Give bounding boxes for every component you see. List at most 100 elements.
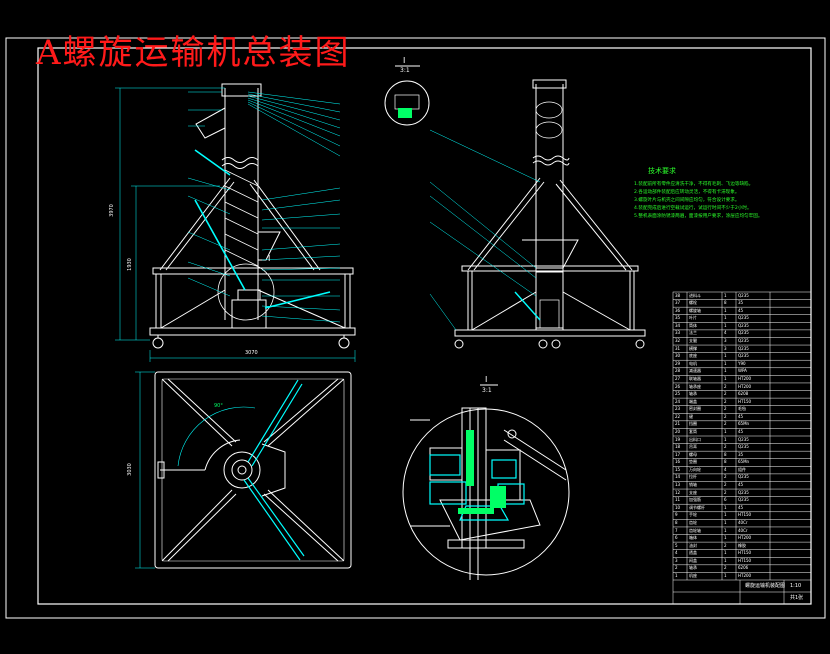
parts-list-cell: 11 bbox=[675, 497, 681, 503]
parts-list-cell: 38 bbox=[675, 292, 681, 298]
parts-list-cell: 1 bbox=[724, 550, 727, 556]
parts-list-cell: 8 bbox=[724, 459, 727, 465]
parts-list-cell: 2 bbox=[724, 489, 727, 495]
parts-list-cell: 65Mn bbox=[738, 421, 750, 427]
parts-list-cell: 轴承 bbox=[689, 565, 697, 571]
parts-list-cell: 16 bbox=[675, 459, 681, 465]
section-label-top: I bbox=[403, 56, 406, 65]
drawing-title: A螺旋运输机总装图 bbox=[36, 33, 351, 73]
parts-list-cell: 1 bbox=[724, 315, 727, 321]
parts-list-cell: 橡胶 bbox=[738, 542, 746, 548]
parts-list-cell: 30 bbox=[675, 353, 681, 359]
title-block-sheet: 共1张 bbox=[790, 595, 804, 601]
parts-list-cell: 3 bbox=[675, 557, 678, 563]
parts-list-cell: 手轮 bbox=[689, 512, 697, 518]
parts-list-cell: 17 bbox=[675, 451, 681, 457]
title-block-scale: 1:10 bbox=[790, 583, 802, 589]
parts-list-cell: 1 bbox=[724, 322, 727, 328]
parts-list-cell: 毛毡 bbox=[738, 406, 746, 412]
parts-list-cell: 2 bbox=[724, 383, 727, 389]
parts-list-cell: 40Cr bbox=[738, 519, 748, 525]
parts-list-cell: 7 bbox=[675, 527, 678, 533]
section-detail bbox=[402, 384, 570, 580]
parts-list-cell: 底座 bbox=[689, 353, 697, 359]
parts-list-cell: 6206 bbox=[738, 565, 749, 571]
tech-line-5: 5.整机表面涂防锈漆两遍，面漆按用户要求，涂层应均匀牢固。 bbox=[634, 214, 763, 219]
parts-list-cell: 37 bbox=[675, 300, 681, 306]
parts-list-cell: 5 bbox=[675, 542, 678, 548]
parts-list-cell: 拉杆 bbox=[689, 474, 697, 480]
section-detail-green bbox=[458, 430, 506, 514]
parts-list-cell: 减速器 bbox=[689, 368, 701, 374]
parts-list-cell: 2 bbox=[724, 398, 727, 404]
section-scale-bottom: 3:1 bbox=[482, 387, 492, 394]
parts-list-cell: 45 bbox=[738, 307, 744, 313]
parts-list-cell: 密封圈 bbox=[689, 406, 701, 412]
parts-list-cell: 齿轮轴 bbox=[689, 527, 701, 533]
parts-list-cell: HT150 bbox=[738, 512, 752, 518]
parts-list-cell: Q235 bbox=[738, 315, 749, 321]
tech-line-2: 2.各运动部件装配后应转动灵活，不得有卡滞现象。 bbox=[634, 190, 740, 195]
parts-list-cell: Q235 bbox=[738, 345, 749, 351]
parts-list-cell: 2 bbox=[724, 482, 727, 488]
parts-list-cell: 2 bbox=[724, 413, 727, 419]
detail-callout-top-green bbox=[398, 108, 412, 118]
parts-list-cell: 8 bbox=[724, 451, 727, 457]
parts-list-cell: 油封 bbox=[689, 542, 697, 548]
plan-dimensions bbox=[135, 371, 155, 569]
parts-list-cell: 1 bbox=[724, 429, 727, 435]
parts-list-cell: 14 bbox=[675, 474, 681, 480]
parts-list-cell: 1 bbox=[724, 504, 727, 510]
parts-list-cell: 20 bbox=[675, 429, 681, 435]
parts-list-cell: 35 bbox=[675, 315, 681, 321]
parts-list-cell: 法兰 bbox=[689, 330, 697, 336]
parts-list-cell: Q235 bbox=[738, 292, 749, 298]
parts-list-cell: 箱体 bbox=[689, 535, 697, 541]
parts-list-cell: HT150 bbox=[738, 550, 752, 556]
parts-list-cell: 1 bbox=[724, 368, 727, 374]
tech-line-1: 1.装配前所有零件应清洗干净，不得有毛刺、飞边等缺陷。 bbox=[634, 182, 754, 187]
parts-list-cell: 26 bbox=[675, 383, 681, 389]
parts-list-cell: 22 bbox=[675, 413, 681, 419]
parts-list-cell: 2 bbox=[724, 421, 727, 427]
parts-list-cell: 8 bbox=[675, 519, 678, 525]
parts-list-cell: 19 bbox=[675, 436, 681, 442]
parts-list-cell: 2 bbox=[724, 444, 727, 450]
parts-list-cell: 加强筋 bbox=[689, 497, 701, 503]
dim-plan-angle: 90° bbox=[214, 403, 223, 409]
parts-list-cell: 1 bbox=[724, 512, 727, 518]
parts-list-cell: 2 bbox=[724, 474, 727, 480]
parts-list-cell: 45 bbox=[738, 482, 744, 488]
parts-list-cell: 1 bbox=[724, 375, 727, 381]
dim-overall-height: 3970 bbox=[108, 204, 115, 217]
parts-list-cell: HT150 bbox=[738, 398, 752, 404]
parts-list-cell: Q235 bbox=[738, 353, 749, 359]
dim-frame-height: 1930 bbox=[126, 258, 133, 271]
parts-list-cell: Q235 bbox=[738, 322, 749, 328]
parts-list-cell: 1 bbox=[724, 307, 727, 313]
parts-list-cell: 万向轮 bbox=[689, 466, 701, 472]
parts-list-cell: 21 bbox=[675, 421, 681, 427]
parts-list-cell: Q235 bbox=[738, 330, 749, 336]
parts-list-cell: 端盖 bbox=[689, 398, 697, 404]
parts-list-cell: 支座 bbox=[689, 489, 697, 495]
parts-list-cell: 2 bbox=[724, 542, 727, 548]
parts-list-cell: 挡圈 bbox=[689, 421, 697, 427]
parts-list-cell: 27 bbox=[675, 375, 681, 381]
parts-list-cell: 13 bbox=[675, 482, 681, 488]
parts-list-cell: 8 bbox=[724, 300, 727, 306]
parts-list-cell: 6 bbox=[675, 535, 678, 541]
parts-list-cell: 1 bbox=[724, 292, 727, 298]
title-block-grid bbox=[672, 291, 812, 605]
parts-list-cell: 1 bbox=[724, 519, 727, 525]
tech-line-4: 4.装配完成后进行空载试运行，试运行时间不少于2小时。 bbox=[634, 206, 752, 211]
parts-list-cell: 1 bbox=[724, 360, 727, 366]
parts-list-cell: 组件 bbox=[738, 466, 746, 472]
parts-list-cell: 销轴 bbox=[689, 482, 697, 488]
parts-list-cell: 45 bbox=[738, 413, 744, 419]
parts-list-cell: 45 bbox=[738, 504, 744, 510]
parts-list-cell: 35 bbox=[738, 451, 744, 457]
outer-border bbox=[5, 37, 826, 619]
